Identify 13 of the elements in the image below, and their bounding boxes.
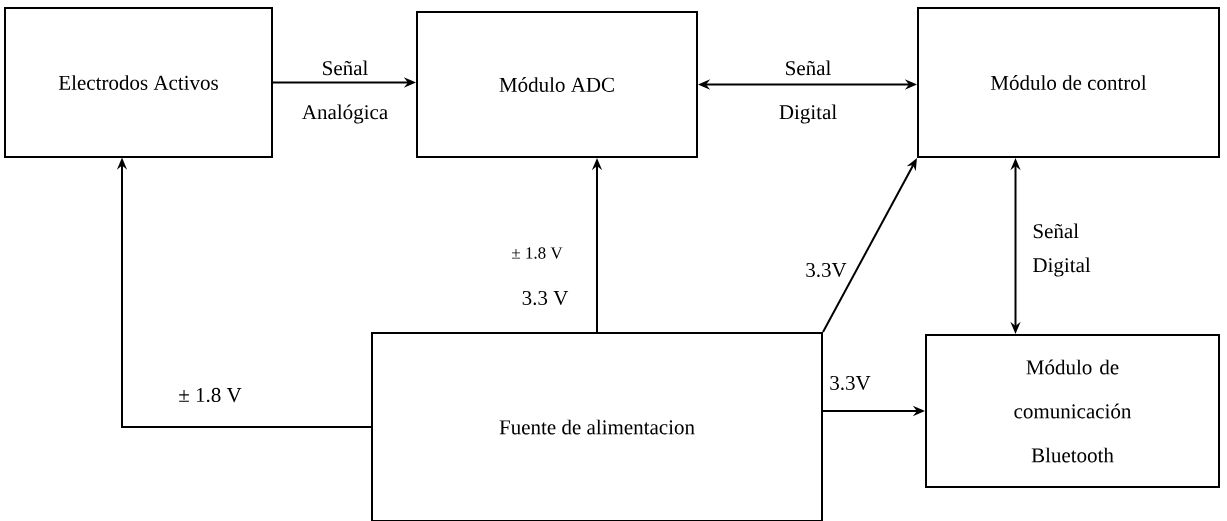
edge-label: Señal Analógica <box>302 60 388 124</box>
block-box: Módulo de control <box>917 7 1220 158</box>
edge-label: ± 1.8 V <box>179 387 242 403</box>
block-box: Módulo ADC <box>416 11 698 158</box>
edge-label: Señal Digital <box>1033 223 1091 277</box>
block-box: Módulo de comunicación Bluetooth <box>925 334 1220 488</box>
edge-label: 3.3 V <box>522 290 569 306</box>
block-box: Fuente de alimentacion <box>371 332 823 521</box>
voltage-label: ± 1.8 V <box>512 247 563 259</box>
edge-label: 3.3V <box>806 262 847 278</box>
block-box: Electrodos Activos <box>4 7 273 158</box>
edge-label: 3.3V <box>830 375 871 391</box>
edge-label: Señal Digital <box>779 60 837 124</box>
